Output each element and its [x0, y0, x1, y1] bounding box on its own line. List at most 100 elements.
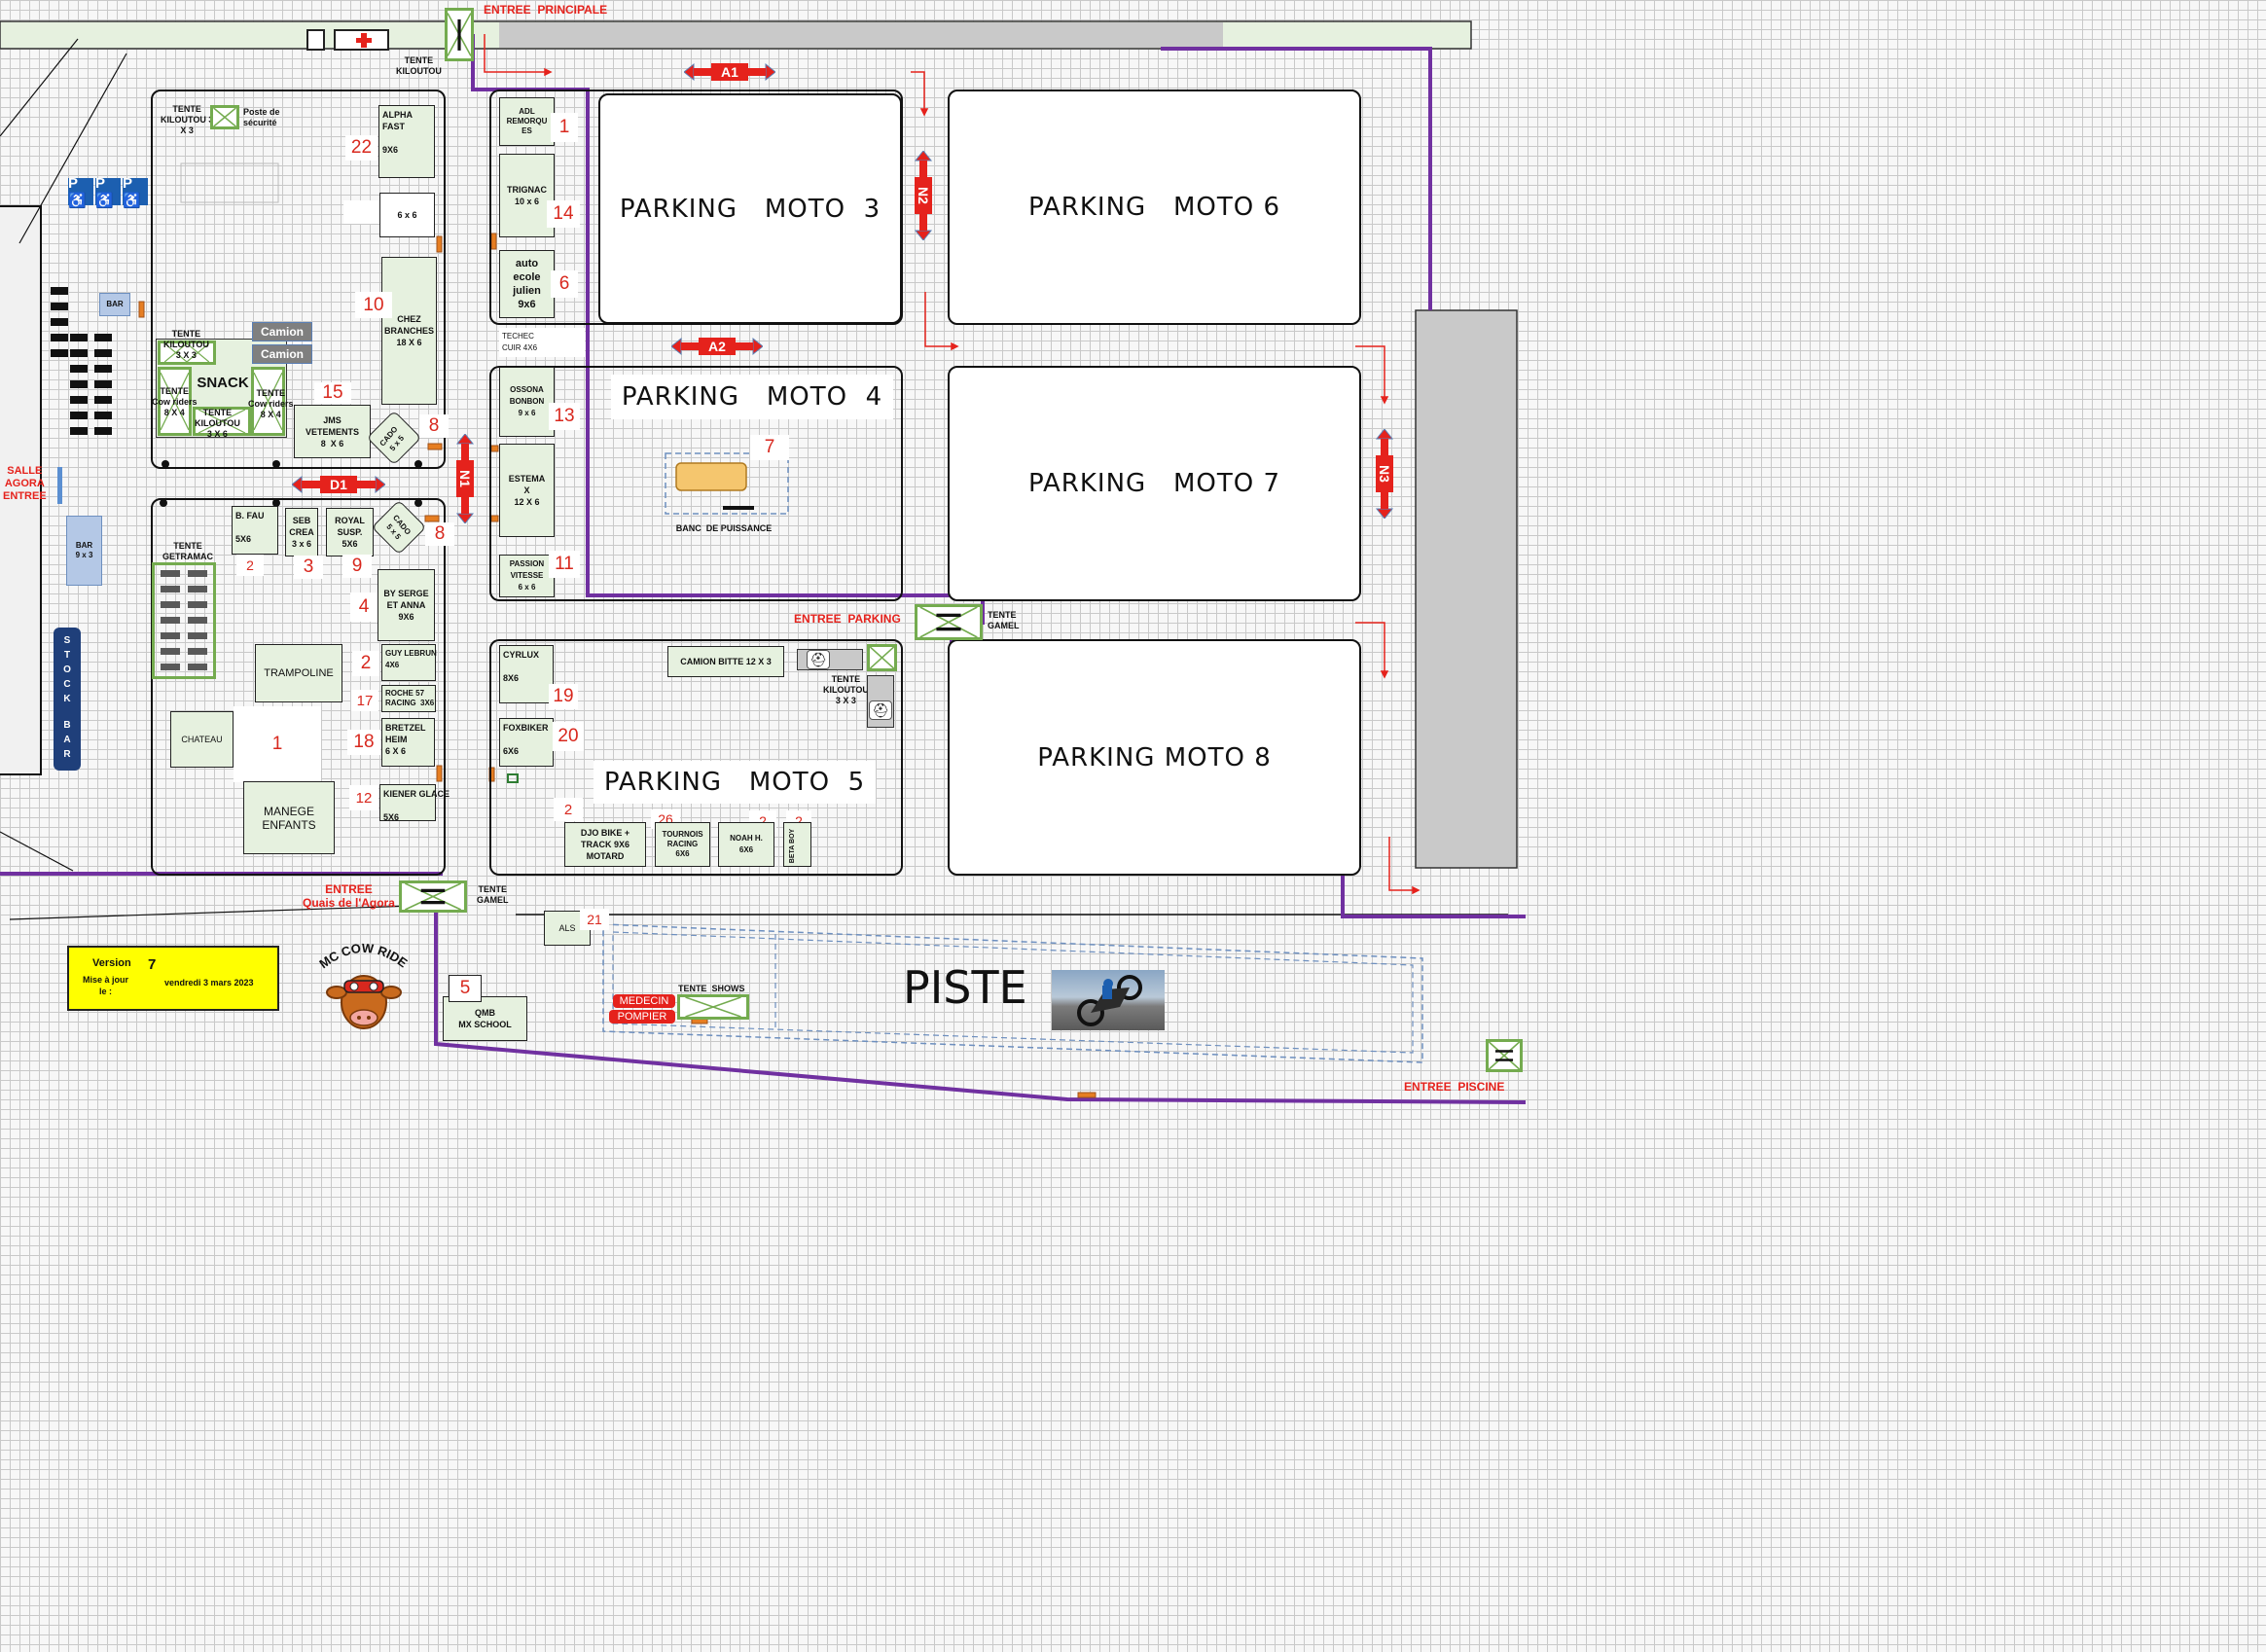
- version-date: vendredi 3 mars 2023: [164, 978, 254, 988]
- stand-trignac: TRIGNAC 10 x 6: [499, 154, 555, 237]
- number-2c: 2: [554, 798, 583, 821]
- number-20: 20: [553, 722, 584, 751]
- tent-gamel-right-label: TENTE GAMEL: [988, 610, 1020, 630]
- number-17: 17: [351, 690, 378, 711]
- stand-djo-bike: DJO BIKE + TRACK 9X6 MOTARD: [564, 822, 646, 867]
- stand-royal-susp: ROYAL SUSP. 5X6: [326, 508, 374, 557]
- number-1a: 1: [234, 706, 321, 782]
- number-22: 22: [345, 135, 378, 161]
- tent-gamel-quais: [399, 880, 467, 913]
- number-1b: 1: [551, 113, 578, 142]
- direction-a1: A1: [684, 61, 775, 83]
- stand-estemax: ESTEMA X 12 X 6: [499, 444, 555, 537]
- entrance-piscine-label: ENTREE PISCINE: [1404, 1080, 1505, 1094]
- tent-piscine-entrance: [1486, 1039, 1523, 1072]
- number-6: 6: [551, 270, 578, 298]
- number-13: 13: [549, 403, 580, 430]
- stand-jms-vetements: JMS VETEMENTS 8 X 6: [294, 405, 371, 458]
- zone-left-bottom: [151, 498, 446, 876]
- entrance-parking-label: ENTREE PARKING: [794, 612, 901, 626]
- parking-disabled-icon: P♿: [123, 175, 148, 209]
- camion-2: Camion: [252, 344, 312, 364]
- stand-alpha-fast: ALPHA FAST 9X6: [378, 105, 435, 178]
- number-11: 11: [549, 551, 580, 578]
- stand-camion-bitte: CAMION BITTE 12 X 3: [667, 646, 784, 677]
- version-date-label: Mise à jour le :: [83, 975, 129, 996]
- tent-cow-riders-right: [251, 367, 285, 436]
- stand-chez-branches: CHEZ BRANCHES 18 X 6: [381, 257, 437, 405]
- entrance-main-label: ENTREE PRINCIPALE: [484, 3, 608, 17]
- number-18: 18: [347, 730, 380, 755]
- piste-label: PISTE: [903, 961, 1027, 1014]
- stand-trampoline: TRAMPOLINE: [255, 644, 342, 702]
- number-15: 15: [314, 382, 351, 404]
- tent-kiloutou-snack: [158, 341, 216, 365]
- security-post-label: Poste de sécurité: [243, 107, 280, 127]
- tent-main-entrance: [445, 8, 474, 61]
- tent-kiloutou-3x3-label: TENTE KILOUTOU 3 X 3: [161, 104, 213, 135]
- zone-center-mid: [489, 366, 903, 601]
- blank-box: [343, 200, 379, 224]
- tent-kiloutou-snack-bottom: [193, 407, 251, 436]
- snack-label: SNACK: [197, 375, 249, 391]
- parking-disabled-icons: P♿ P♿ P♿: [68, 175, 150, 209]
- tent-getramac-label: TENTE GETRAMAC: [162, 541, 213, 561]
- version-label: Version: [92, 957, 131, 969]
- stand-6x6: 6 x 6: [379, 193, 435, 237]
- number-4: 4: [350, 593, 378, 622]
- number-7: 7: [750, 435, 789, 460]
- stand-seb-crea: SEB CREA 3 x 6: [285, 508, 318, 557]
- stand-beta-boy-label: BETA BOY: [789, 828, 797, 864]
- tent-cow-riders-right-label: TENTE Cow riders 8 X 4: [248, 388, 294, 419]
- tent-getramac: [152, 562, 216, 679]
- zone-center-top: [489, 90, 903, 325]
- version-box: Version 7 Mise à jour le : vendredi 3 ma…: [67, 946, 279, 1011]
- stand-bretzel-heim: BRETZEL HEIM 6 X 6: [381, 718, 435, 767]
- stand-tournois-racing: TOURNOIS RACING 6X6: [655, 822, 710, 867]
- parking-moto-7: PARKING MOTO 7: [948, 366, 1361, 601]
- number-10: 10: [355, 292, 392, 318]
- tent-kiloutou-moto5-label: TENTE KILOUTOU 3 X 3: [823, 674, 869, 705]
- parking-moto-3: PARKING MOTO 3: [598, 93, 902, 324]
- helmet-icon: ⛑: [807, 650, 830, 669]
- direction-n3: N3: [1374, 429, 1395, 519]
- stand-ossona-bonbon: OSSONA BONBON 9 x 6: [499, 367, 555, 437]
- tent-kiloutou-moto5: [867, 644, 897, 671]
- number-9: 9: [342, 555, 372, 578]
- number-21: 21: [580, 909, 609, 930]
- tent-cow-riders-left: [158, 367, 192, 436]
- tent-kiloutou-snack-label: TENTE KILOUTOU 3 X 3: [163, 329, 209, 360]
- helmet-icon: ⛑: [869, 700, 892, 720]
- stand-kiener-glace: KIENER GLACE 5X6: [379, 784, 450, 822]
- stand-cyrlux: CYRLUX 8X6: [499, 645, 554, 703]
- stand-manege-enfants: MANEGE ENFANTS: [243, 781, 335, 854]
- bar-small: BAR: [99, 293, 130, 316]
- first-aid-cross-icon: [334, 29, 389, 51]
- tent-shows: [677, 994, 749, 1020]
- direction-d1: D1: [292, 474, 385, 495]
- tent-cow-riders-left-label: TENTE Cow riders 8 X 4: [152, 386, 198, 417]
- stand-qmb-mx-school: QMB MX SCHOOL: [443, 996, 527, 1041]
- security-booth: [306, 29, 325, 51]
- stand-techec-cuir: TECHEC CUIR 4X6: [499, 328, 585, 357]
- tent-security: [210, 105, 239, 129]
- stand-auto-ecole-julien: auto ecole julien 9x6: [499, 250, 555, 318]
- small-green-marker: [507, 773, 519, 783]
- stand-b-fau: B. FAU 5X6: [232, 506, 278, 555]
- tent-kiloutou-snack-bottom-label: TENTE KILOUTOU 3 X 6: [195, 408, 240, 439]
- svg-text:MC COW RIDERS: MC COW RIDERS: [309, 942, 411, 971]
- stand-guy-lebrun: GUY LEBRUN 4X6: [381, 644, 437, 681]
- mc-cow-riders-logo: MC COW RIDERS: [305, 930, 418, 1034]
- number-12: 12: [349, 785, 378, 810]
- banc-de-puissance-label: BANC DE PUISSANCE: [675, 523, 773, 533]
- zone-center-bottom: [489, 639, 903, 876]
- number-3: 3: [294, 556, 323, 579]
- tent-kiloutou-top-label: TENTE KILOUTOU: [396, 55, 442, 76]
- parking-moto-8: PARKING MOTO 8: [948, 639, 1361, 876]
- zone-left-top: [151, 90, 446, 469]
- parking-disabled-icon: P♿: [95, 175, 121, 209]
- number-5: 5: [449, 975, 482, 1002]
- parking-moto-6: PARKING MOTO 6: [948, 90, 1361, 325]
- tent-gamel-parking: [915, 604, 983, 640]
